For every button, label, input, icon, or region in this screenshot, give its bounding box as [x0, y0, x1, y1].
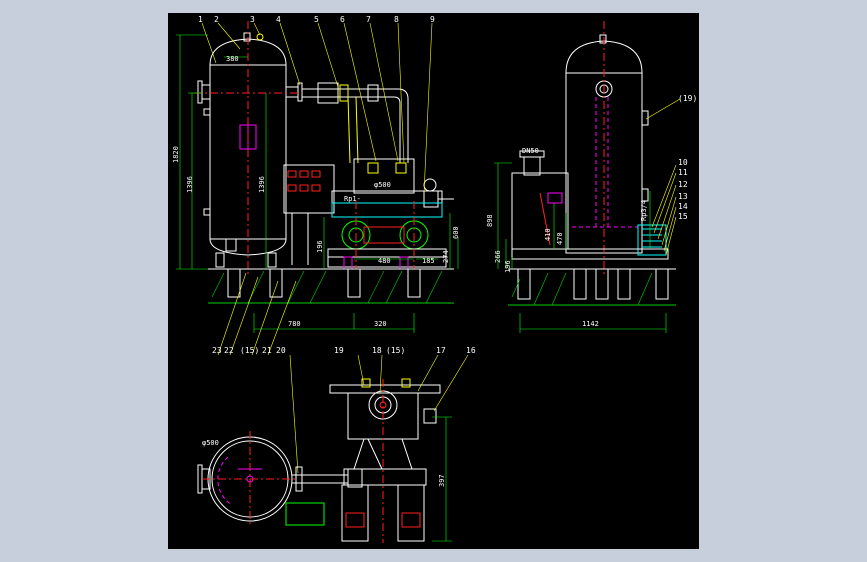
balloon-label: 19	[334, 346, 344, 355]
tank-side	[565, 34, 649, 254]
leader-lines-side	[645, 98, 681, 256]
balloon-label: 10	[678, 158, 688, 167]
dim-rp-side: Rp3/4	[640, 200, 648, 221]
plan-view	[197, 378, 441, 543]
balloon-label: (15)	[386, 346, 405, 355]
dim-480: 480	[378, 257, 391, 265]
hatch-side	[511, 272, 653, 306]
balloon-label: 17	[436, 346, 446, 355]
balloon-label: 7	[366, 15, 371, 24]
balloon-label: 16	[466, 346, 476, 355]
dim-380: 380	[226, 55, 239, 63]
balloon-label: 20	[276, 346, 286, 355]
balloon-label: 13	[678, 192, 688, 201]
dim-780: 780	[288, 320, 301, 328]
balloon-label: 14	[678, 202, 688, 211]
balloon-label: (15)	[240, 346, 259, 355]
separator-front	[353, 158, 454, 208]
dim-rp: Rp1-	[344, 195, 361, 203]
dimensions-front	[176, 34, 459, 333]
balloon-label: 23	[212, 346, 222, 355]
dim-410: 410	[544, 228, 552, 241]
dim-266: 266	[494, 250, 502, 263]
dim-dn50: DN50	[522, 147, 539, 155]
separator-side	[511, 150, 569, 250]
dim-plan-500: φ500	[202, 439, 219, 447]
motor-side	[637, 224, 667, 256]
hidden-lines-side	[572, 97, 638, 229]
balloon-19: (19)	[678, 94, 697, 103]
dim-dn500: φ500	[374, 181, 391, 189]
dim-1396-a: 1396	[186, 176, 194, 193]
dim-274: 274	[442, 250, 450, 263]
cad-drawing-sheet: 380 1820 1396 1396 196 780 320 480 185 2…	[168, 13, 699, 549]
balloon-label: 1	[198, 15, 203, 24]
balloon-label: 9	[430, 15, 435, 24]
control-box-front	[283, 164, 335, 265]
front-view	[194, 21, 454, 304]
leader-lines-front	[201, 22, 433, 194]
balloon-label: 21	[262, 346, 272, 355]
dim-text-front: 380 1820 1396 1396 196 780 320 480 185 2…	[172, 55, 460, 328]
balloons-plan-right: 19 18 (15) 17 16	[334, 346, 476, 355]
pump-frame-plan	[329, 378, 441, 542]
balloon-label: 3	[250, 15, 255, 24]
dim-196: 196	[504, 260, 512, 273]
balloon-label: 8	[394, 15, 399, 24]
pipe-plan	[292, 466, 363, 492]
balloon-label: 5	[314, 15, 319, 24]
dim-320: 320	[374, 320, 387, 328]
dimensions-side	[494, 162, 667, 333]
balloons-top: 1 2 3 4 5 6 7 8 9	[198, 15, 435, 24]
balloon-label: 6	[340, 15, 345, 24]
balloon-label: 12	[678, 180, 688, 189]
dimensions-plan	[432, 416, 452, 542]
cad-drawing: 380 1820 1396 1396 196 780 320 480 185 2…	[172, 15, 697, 543]
dim-196: 196	[316, 240, 324, 253]
dim-898: 898	[486, 214, 494, 227]
leader-lines-plan	[217, 272, 469, 474]
dim-470: 470	[556, 232, 564, 245]
base-side	[508, 248, 676, 300]
balloon-label: 2	[214, 15, 219, 24]
dim-1820: 1820	[172, 146, 180, 163]
balloon-label: 11	[678, 168, 688, 177]
dim-text-side: DN50 898 266 196 410 470 1142 Rp3/4	[486, 147, 648, 328]
tank-front	[197, 32, 303, 268]
balloon-label: 15	[678, 212, 688, 221]
foundation-front	[208, 268, 454, 304]
dim-1142: 1142	[582, 320, 599, 328]
balloon-label: 18	[372, 346, 382, 355]
nameplate-plan	[285, 502, 325, 526]
dim-185: 185	[422, 257, 435, 265]
side-view	[508, 21, 676, 306]
hatch-front	[211, 270, 443, 304]
dim-1396-b: 1396	[258, 176, 266, 193]
balloon-label: 4	[276, 15, 281, 24]
dim-600: 600	[452, 226, 460, 239]
piping-front	[302, 82, 409, 164]
balloon-label: 22	[224, 346, 234, 355]
pump-set-front	[327, 190, 447, 270]
dim-plan-397: 397	[438, 474, 446, 487]
